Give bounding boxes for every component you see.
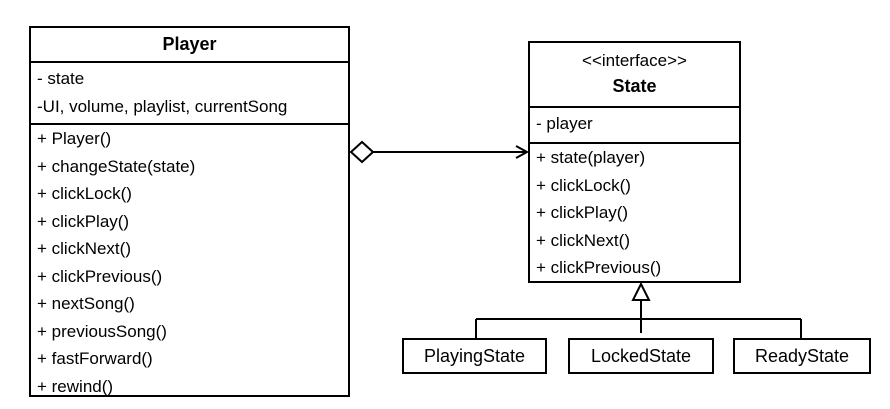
player-attribute: - state xyxy=(37,69,85,88)
playing-state-class: PlayingState xyxy=(402,338,547,374)
aggregation-arrowhead xyxy=(515,145,530,159)
state-stereotype: <<interface>> xyxy=(582,51,687,70)
player-methods-compartment: + Player() + changeState(state) + clickL… xyxy=(31,123,348,402)
state-interface-name: State xyxy=(612,76,657,96)
ready-state-class: ReadyState xyxy=(733,338,871,374)
aggregation-connector xyxy=(349,140,530,164)
state-attribute: - player xyxy=(536,114,593,133)
state-method: + clickLock() xyxy=(536,175,631,195)
generalization-connector xyxy=(475,281,802,338)
state-interface-box: <<interface>> State - player + state(pla… xyxy=(528,41,741,283)
state-method: + clickPlay() xyxy=(536,203,629,222)
aggregation-diamond xyxy=(349,140,375,164)
player-method: + changeState(state) xyxy=(37,156,196,176)
player-method: + fastForward() xyxy=(37,349,153,368)
player-class-name: Player xyxy=(162,34,217,54)
state-methods-compartment: + state(player) + clickLock() + clickPla… xyxy=(530,142,739,284)
locked-state-class: LockedState xyxy=(568,338,714,374)
player-class-box: Player - state -UI, volume, playlist, cu… xyxy=(29,26,350,397)
player-method: + clickPrevious() xyxy=(37,266,163,286)
state-attributes-compartment: - player xyxy=(530,106,739,142)
player-class-name-compartment: Player xyxy=(31,28,348,61)
state-method: + clickNext() xyxy=(536,230,630,250)
player-method: + clickPlay() xyxy=(37,211,130,231)
player-method: + clickLock() xyxy=(37,184,132,203)
state-method: + state(player) xyxy=(536,148,646,167)
state-name-compartment: <<interface>> State xyxy=(530,43,739,106)
state-method: + clickPrevious() xyxy=(536,258,662,277)
inheritance-triangle xyxy=(631,281,651,301)
player-attribute: -UI, volume, playlist, currentSong xyxy=(37,96,288,116)
player-method: + rewind() xyxy=(37,376,114,396)
player-method: + clickNext() xyxy=(37,239,131,258)
player-attributes-compartment: - state -UI, volume, playlist, currentSo… xyxy=(31,61,348,123)
player-method: + nextSong() xyxy=(37,294,135,313)
player-method: + previousSong() xyxy=(37,321,167,341)
player-method: + Player() xyxy=(37,129,112,148)
